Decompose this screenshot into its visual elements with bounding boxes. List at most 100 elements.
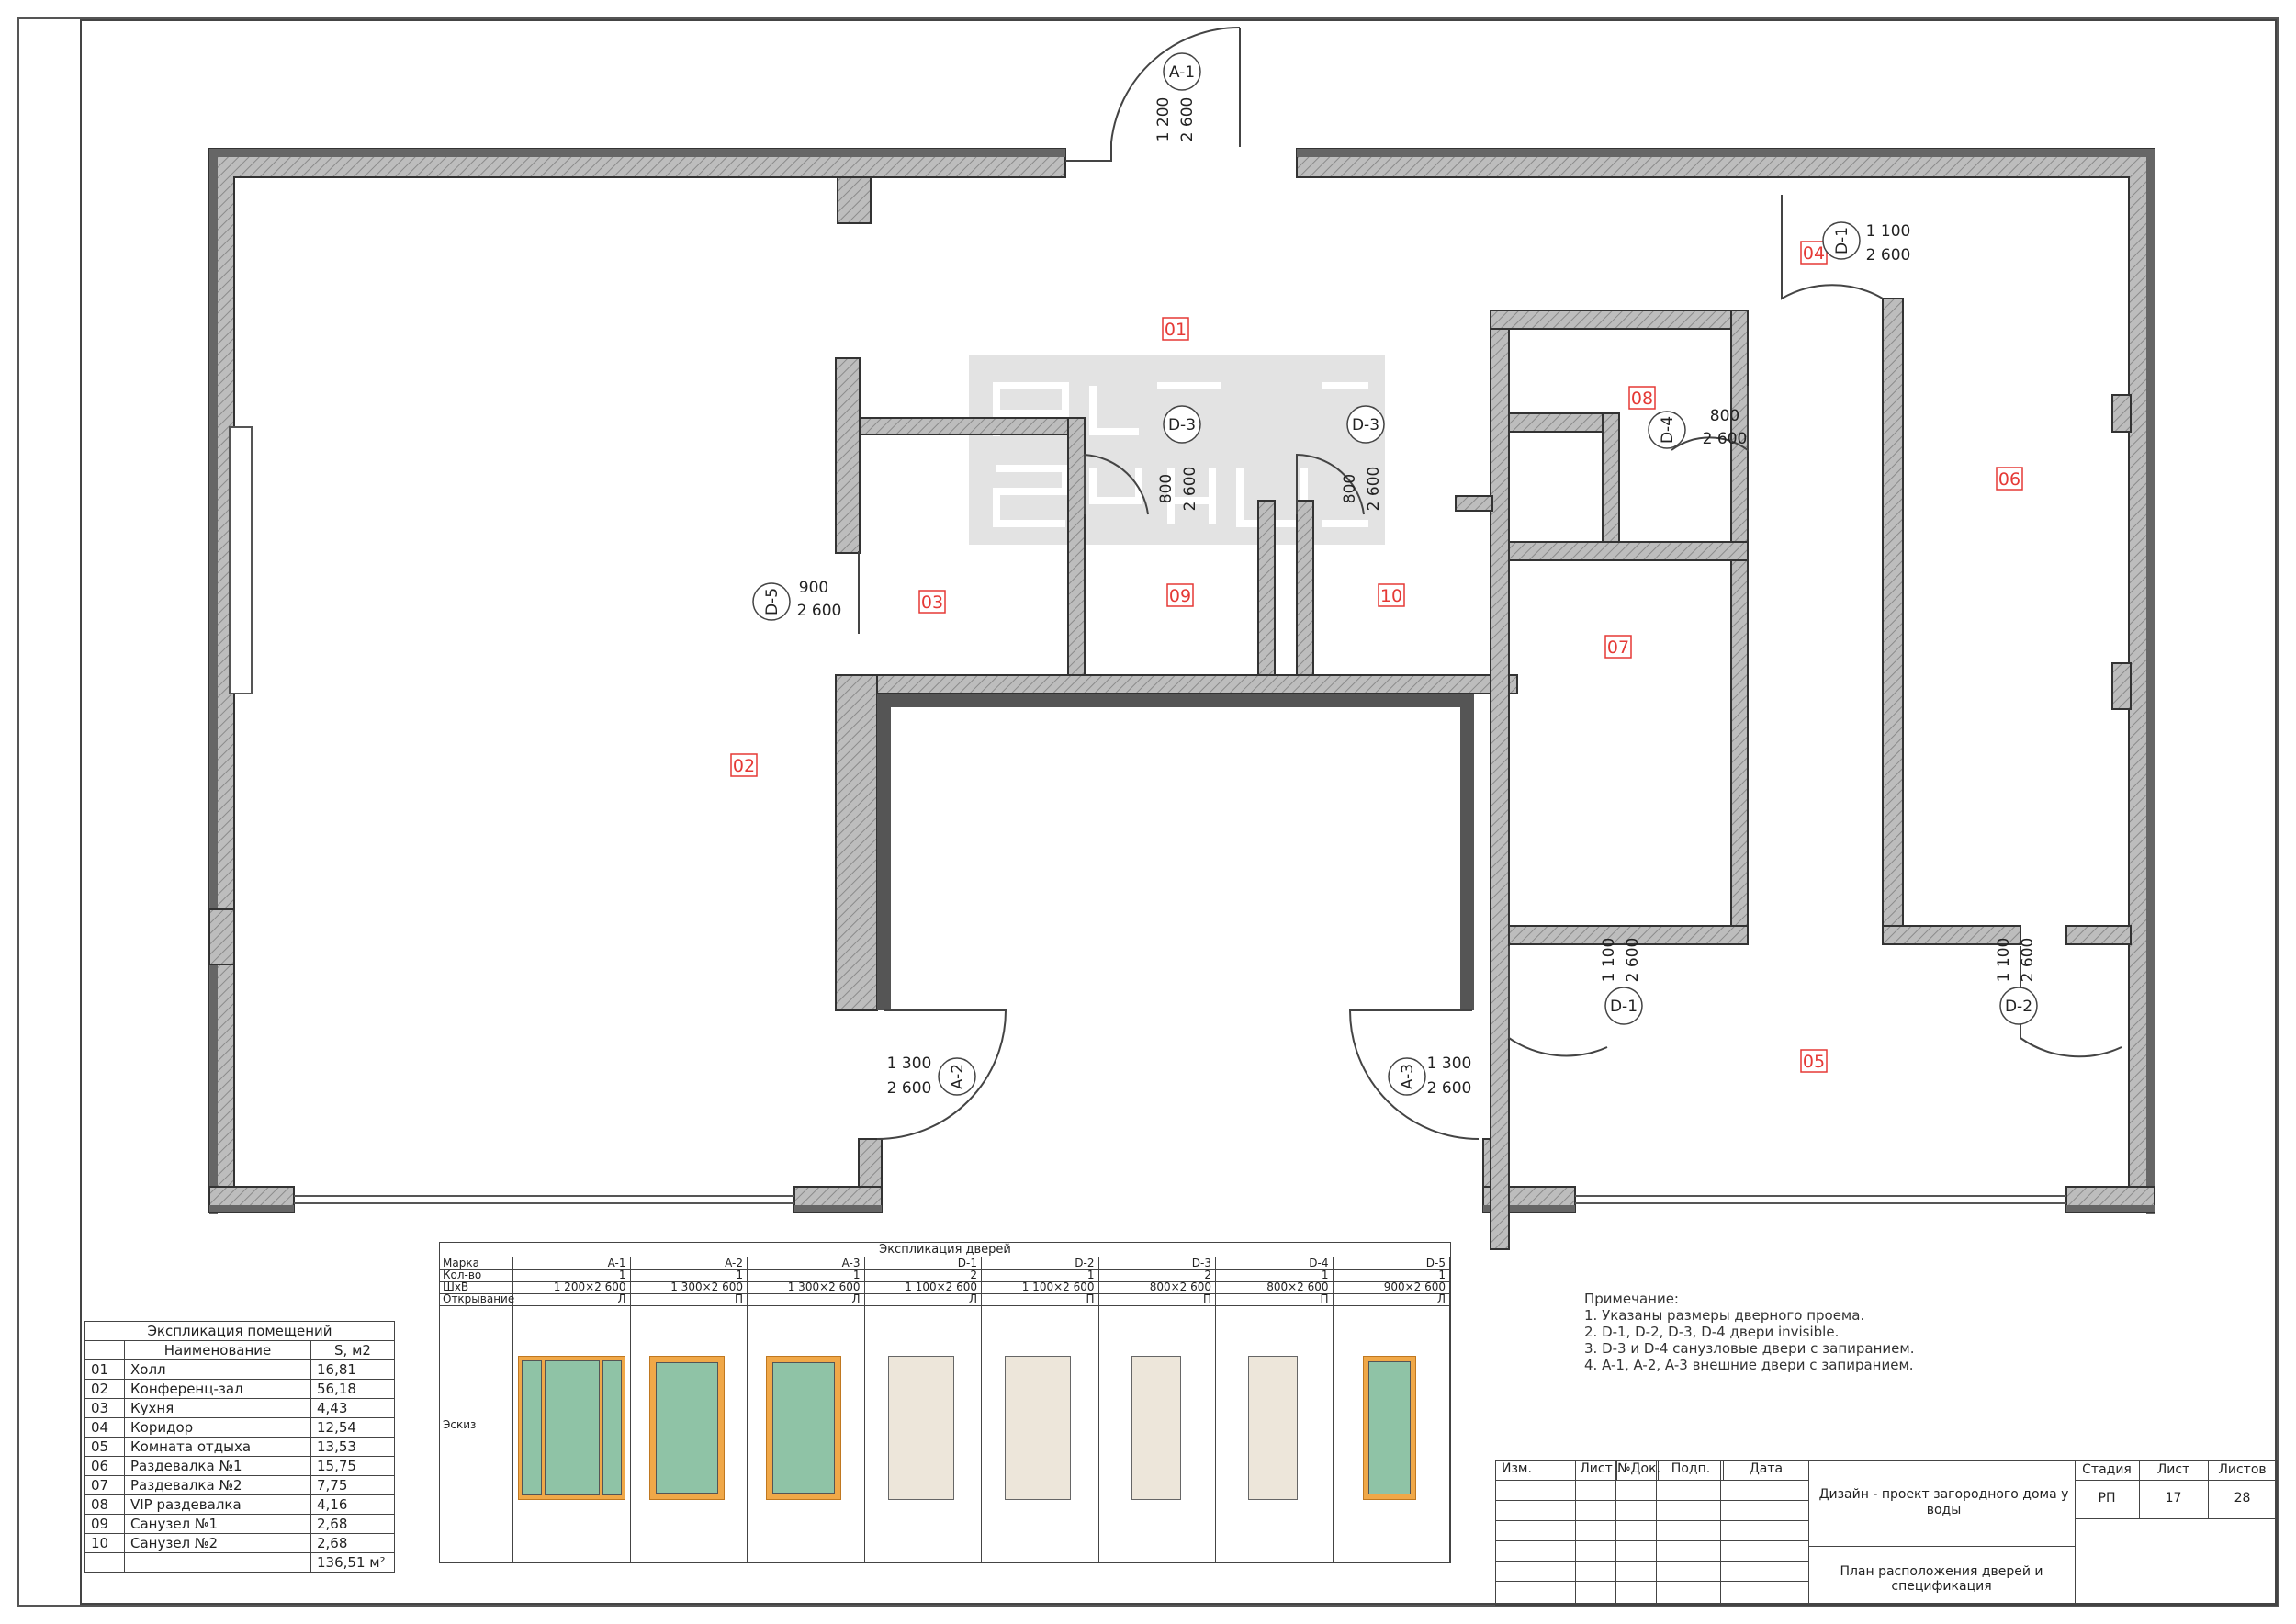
svg-text:02: 02	[733, 756, 755, 776]
svg-text:1 100: 1 100	[1995, 938, 2013, 983]
tb-sheet-label: Лист	[2156, 1462, 2190, 1477]
svg-text:1 200: 1 200	[1154, 97, 1173, 142]
door-cell: A-1	[513, 1257, 631, 1269]
svg-text:03: 03	[921, 592, 943, 613]
svg-text:2 600: 2 600	[797, 602, 842, 620]
tb-ndok: №Док.	[1617, 1461, 1660, 1480]
svg-text:1 300: 1 300	[1427, 1054, 1472, 1073]
door-cell: D-3	[1099, 1257, 1216, 1269]
svg-text:A-3: A-3	[1399, 1064, 1417, 1089]
room-label-04: 04	[1800, 241, 1828, 265]
room-area: 15,75	[310, 1456, 395, 1476]
svg-text:D-5: D-5	[763, 588, 782, 615]
svg-text:07: 07	[1607, 637, 1629, 658]
door-row-label: Эскиз	[440, 1305, 513, 1562]
door-cell: 1	[1216, 1269, 1334, 1281]
svg-text:2 600: 2 600	[1703, 430, 1748, 448]
notes-title: Примечание:	[1584, 1291, 1679, 1307]
title-block: Изм. Лист №Док. Подп. Дата Дизайн - прое…	[1495, 1460, 2278, 1606]
tb-podp: Подп.	[1659, 1461, 1724, 1480]
room-area: 56,18	[310, 1379, 395, 1399]
door-sketch-d-4	[1216, 1305, 1334, 1562]
core-block-wall	[877, 694, 1474, 1010]
room-num: 04	[84, 1417, 125, 1438]
room-area: 2,68	[310, 1533, 395, 1553]
room-num: 08	[84, 1494, 125, 1515]
svg-text:2 600: 2 600	[1624, 938, 1642, 983]
door-cell: A-2	[631, 1257, 748, 1269]
svg-text:800: 800	[1341, 474, 1359, 503]
svg-text:01: 01	[1165, 320, 1187, 340]
notes: Примечание: 1. Указаны размеры дверного …	[1584, 1291, 1915, 1373]
door-cell: Л	[865, 1293, 982, 1305]
note-2: 2. D-1, D-2, D-3, D-4 двери invisible.	[1584, 1324, 1840, 1340]
svg-text:800: 800	[1157, 474, 1176, 503]
svg-text:2 600: 2 600	[1427, 1079, 1472, 1098]
svg-text:900: 900	[799, 579, 828, 597]
room-name: Холл	[124, 1359, 311, 1380]
room-label-01: 01	[1162, 317, 1189, 341]
tb-sheet: 17	[2165, 1491, 2182, 1506]
room-area: 2,68	[310, 1514, 395, 1534]
door-cell: 1 200×2 600	[513, 1281, 631, 1293]
svg-text:2 600: 2 600	[1365, 467, 1383, 512]
svg-text:1 300: 1 300	[887, 1054, 932, 1073]
note-3: 3. D-3 и D-4 санузловые двери с запирани…	[1584, 1340, 1915, 1357]
door-row-label: ШхВ	[440, 1281, 513, 1293]
door-cell: 2	[1099, 1269, 1216, 1281]
door-cell: 900×2 600	[1334, 1281, 1450, 1293]
door-cell: 1 100×2 600	[982, 1281, 1099, 1293]
door-swings	[858, 26, 2122, 1140]
room-name: Санузел №2	[124, 1533, 311, 1553]
door-sketch-a-2	[631, 1305, 748, 1562]
door-cell: Л	[513, 1293, 631, 1305]
room-area: 12,54	[310, 1417, 395, 1438]
door-cell: A-3	[748, 1257, 865, 1269]
door-cell: 1	[631, 1269, 748, 1281]
rooms-total: 136,51 м²	[310, 1552, 395, 1573]
svg-text:D-4: D-4	[1659, 416, 1677, 444]
svg-text:1 100: 1 100	[1866, 222, 1911, 241]
room-name: Кухня	[124, 1398, 311, 1418]
door-cell: 1 300×2 600	[748, 1281, 865, 1293]
room-num: 03	[84, 1398, 125, 1418]
door-sketch-a-1	[513, 1305, 631, 1562]
room-label-09: 09	[1166, 583, 1194, 607]
tb-sheets: 28	[2234, 1491, 2251, 1506]
note-4: 4. A-1, A-2, A-3 внешние двери с запиран…	[1584, 1357, 1914, 1373]
room-num: 06	[84, 1456, 125, 1476]
svg-text:D-3: D-3	[1168, 416, 1196, 434]
tb-list: Лист	[1576, 1461, 1617, 1480]
exterior-walls	[208, 148, 2155, 1214]
door-cell: П	[1099, 1293, 1216, 1305]
room-name: VIP раздевалка	[124, 1494, 311, 1515]
svg-text:D-2: D-2	[2005, 998, 2032, 1016]
inner-frame	[80, 19, 2277, 1605]
svg-text:05: 05	[1803, 1052, 1825, 1072]
door-cell: 1 100×2 600	[865, 1281, 982, 1293]
svg-text:06: 06	[1998, 469, 2020, 490]
door-cell: D-1	[865, 1257, 982, 1269]
tb-sheet-title: План расположения дверей и спецификация	[1840, 1564, 2043, 1594]
svg-text:08: 08	[1631, 389, 1653, 409]
room-name: Конференц-зал	[124, 1379, 311, 1399]
door-tag-d-5: D-5 900 2 600	[752, 579, 842, 621]
tb-stage-label: Стадия	[2082, 1462, 2132, 1477]
tb-project: Дизайн - проект загородного дома у воды	[1818, 1487, 2069, 1517]
interior-partitions	[835, 298, 2132, 1250]
door-cell: Л	[1334, 1293, 1450, 1305]
tb-izm: Изм.	[1496, 1461, 1576, 1480]
room-name: Комната отдыха	[124, 1437, 311, 1457]
